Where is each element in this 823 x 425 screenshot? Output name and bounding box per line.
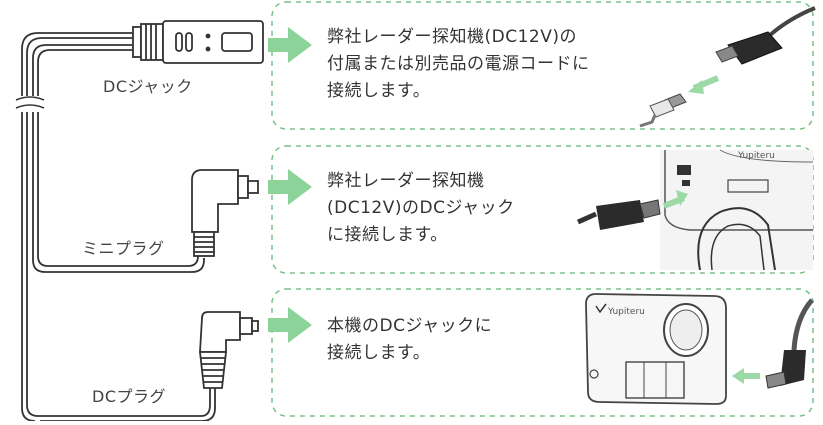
dc-plug-connector bbox=[198, 311, 259, 389]
info-box-dc-jack bbox=[271, 1, 814, 130]
arrow-right-icon bbox=[268, 307, 312, 343]
photo-device-brand-text: Yupiteru bbox=[607, 307, 645, 317]
description-dc-jack: 弊社レーダー探知機(DC12V)の 付属または別売品の電源コードに 接続します。 bbox=[327, 27, 590, 101]
description-dc-plug: 本機のDCジャックに 接続します。 bbox=[327, 316, 493, 363]
photo-power-cord bbox=[639, 6, 816, 128]
photo-brand-text: Yupiteru bbox=[737, 151, 775, 161]
photo-radar-detector: Yupiteru bbox=[576, 149, 814, 271]
label-mini-plug: ミニプラグ bbox=[82, 239, 165, 258]
cable-bundle bbox=[21, 32, 216, 422]
label-dc-jack: DCジャック bbox=[103, 77, 193, 96]
dc-jack-connector bbox=[132, 20, 264, 64]
arrow-right-icon bbox=[268, 27, 312, 63]
label-dc-plug: DCプラグ bbox=[92, 387, 166, 406]
photo-device: Yupiteru bbox=[585, 293, 814, 405]
arrow-right-icon bbox=[268, 169, 312, 205]
info-box-dc-plug bbox=[271, 288, 814, 417]
description-mini-plug: 弊社レーダー探知機 (DC12V)のDCジャック に接続します。 bbox=[327, 171, 515, 245]
mini-plug-connector bbox=[191, 169, 259, 257]
cable-break-mark bbox=[15, 96, 45, 109]
